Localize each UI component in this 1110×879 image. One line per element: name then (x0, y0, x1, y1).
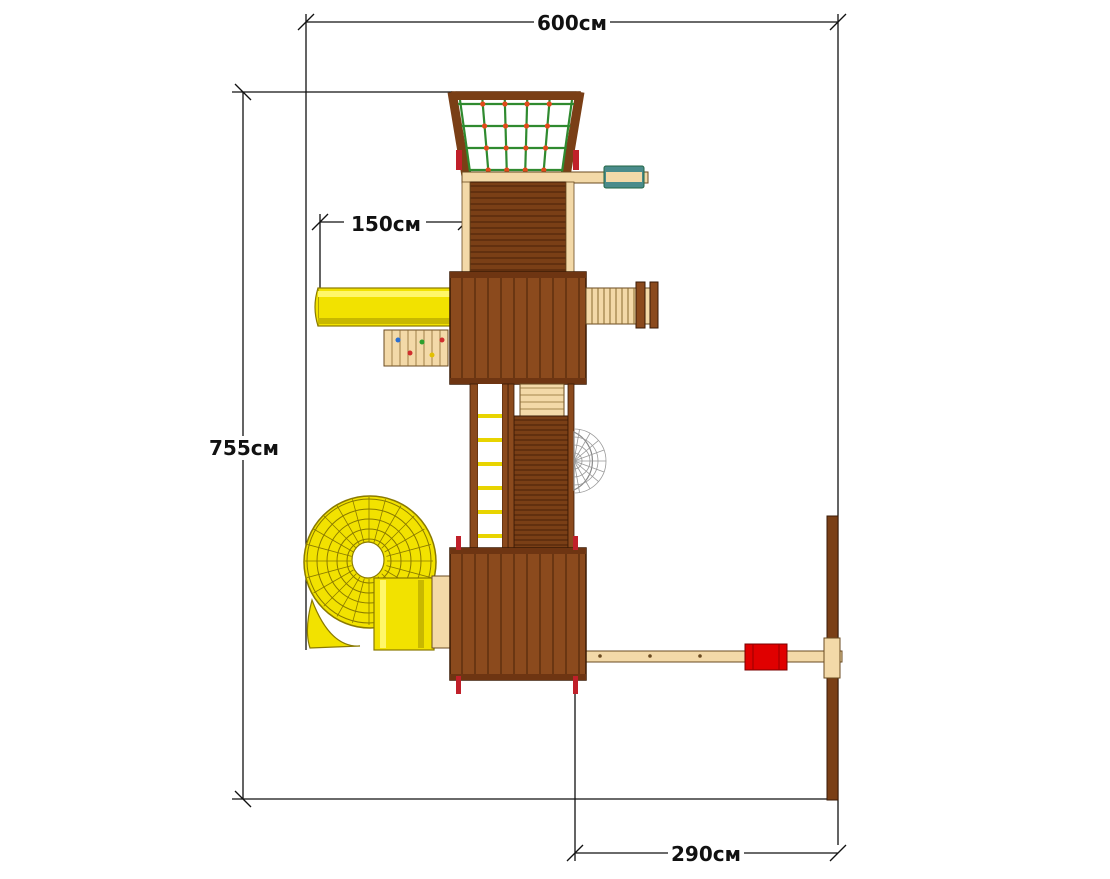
web-seat (573, 428, 607, 494)
dimension-label-overall-length: 755см (209, 436, 279, 460)
bridge-ramp (507, 383, 575, 551)
dimension-label-overall-width: 600см (537, 11, 607, 35)
swing-beam (579, 650, 843, 663)
ramp-upper (461, 181, 575, 275)
dimension-label-swing-beam-span: 290см (671, 842, 741, 866)
spiral-slide (303, 495, 437, 651)
straight-slide (314, 287, 451, 327)
tower-lower (431, 536, 587, 694)
side-ladder (585, 281, 659, 329)
rock-wall (383, 329, 449, 367)
cargo-net-climber (447, 91, 649, 189)
rung-ladder (469, 383, 509, 551)
a-frame-leg (823, 515, 841, 801)
swing-seat (744, 643, 788, 671)
tower-upper (449, 271, 587, 385)
dimension-label-slide-offset: 150см (351, 212, 421, 236)
